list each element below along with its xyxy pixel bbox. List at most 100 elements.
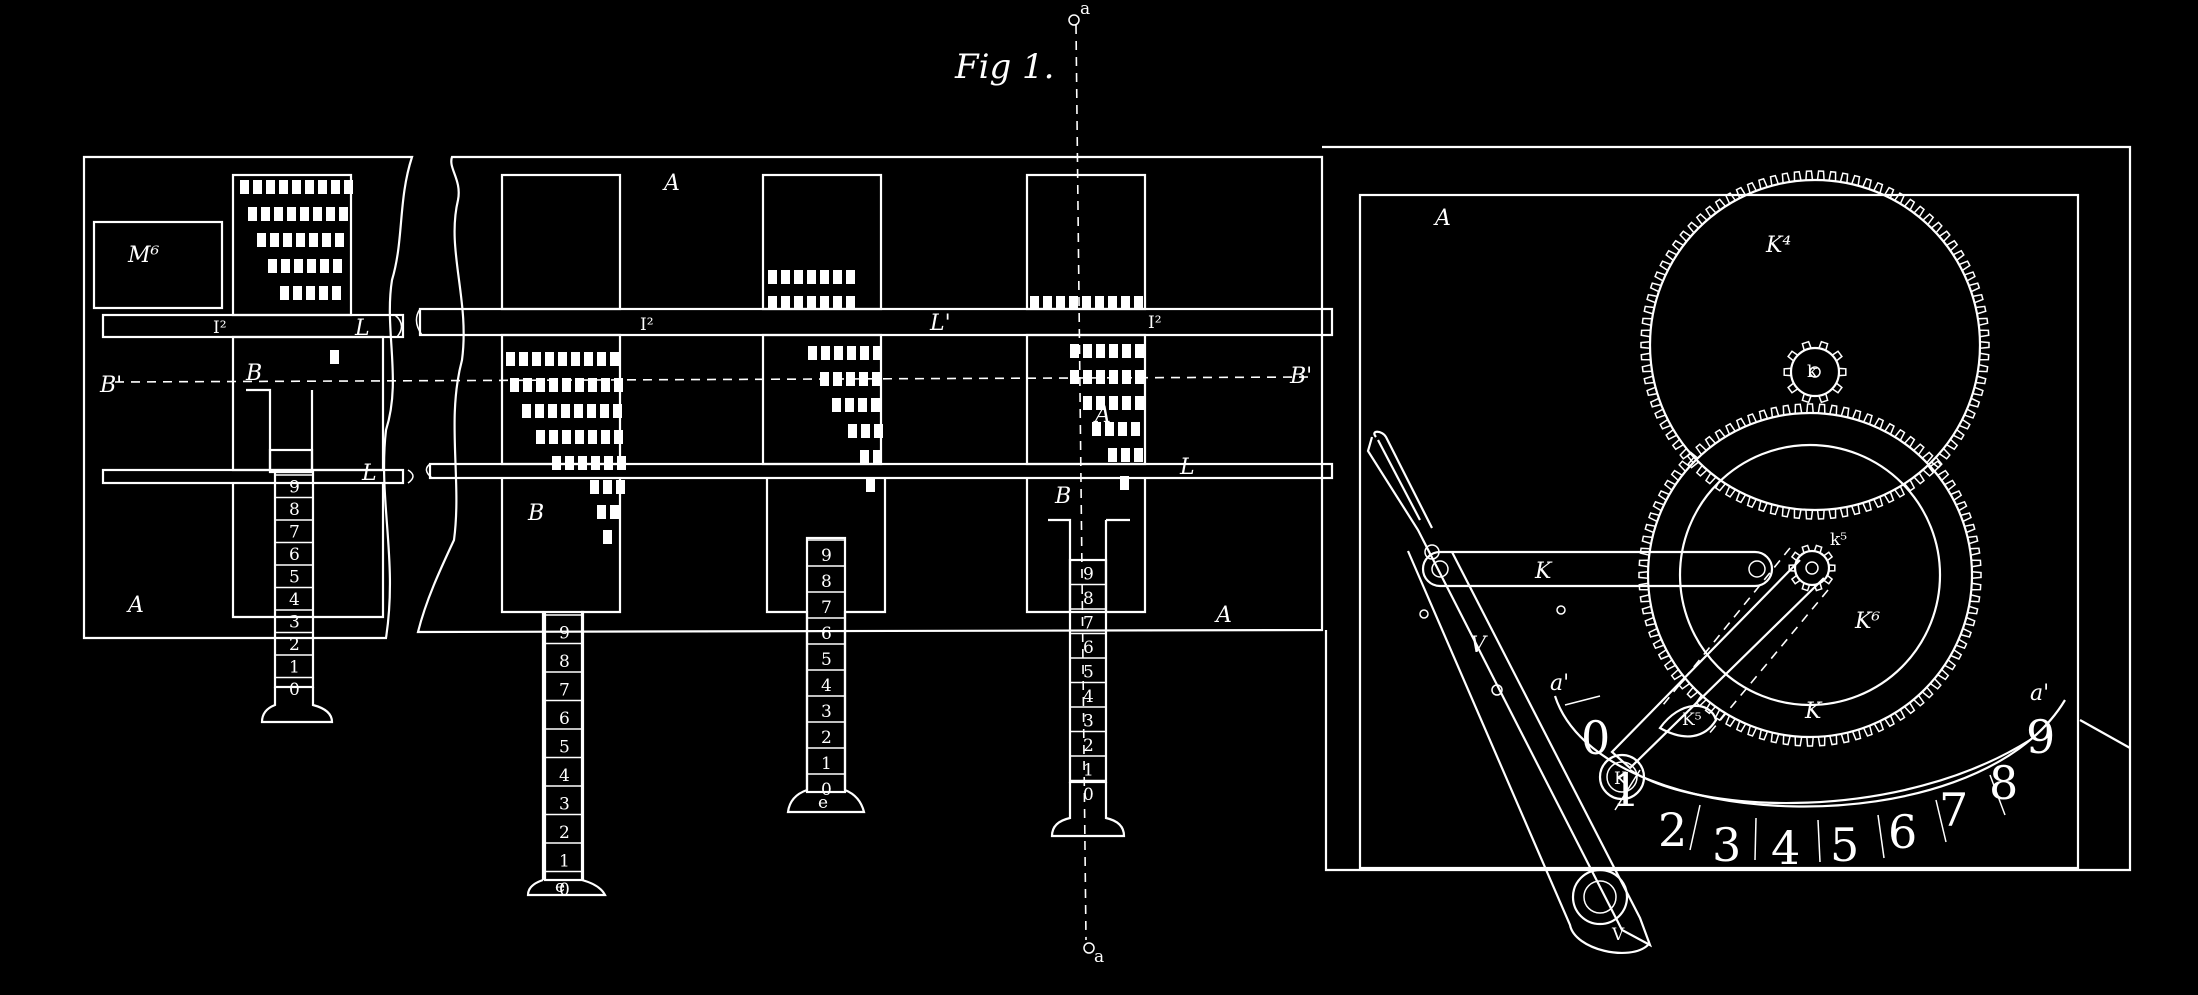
tooth-block xyxy=(1105,422,1114,436)
tooth-block xyxy=(287,207,296,221)
tooth-block xyxy=(587,404,596,418)
tooth-block xyxy=(1043,296,1052,310)
tooth-block xyxy=(1096,396,1105,410)
tooth-block xyxy=(510,378,519,392)
tooth-block xyxy=(339,207,348,221)
slider-digit: 0 xyxy=(821,780,832,800)
tooth-block xyxy=(833,296,842,310)
tooth-block xyxy=(313,207,322,221)
label-m6: M⁶ xyxy=(127,243,160,268)
tooth-block xyxy=(617,456,626,470)
tooth-block xyxy=(820,296,829,310)
tooth-block xyxy=(523,378,532,392)
tooth-block xyxy=(257,233,266,247)
slider-digit: 3 xyxy=(559,795,570,815)
tooth-block xyxy=(565,456,574,470)
tooth-block xyxy=(613,404,622,418)
tooth-block xyxy=(860,450,869,464)
slider-digit: 3 xyxy=(1083,712,1094,732)
tooth-block xyxy=(616,480,625,494)
tooth-block xyxy=(578,456,587,470)
tooth-block xyxy=(597,352,606,366)
slider-digit: 1 xyxy=(289,658,300,678)
tooth-block xyxy=(807,296,816,310)
label-e1: e xyxy=(555,877,565,897)
tooth-block xyxy=(874,424,883,438)
tooth-block xyxy=(574,404,583,418)
tooth-block xyxy=(1118,422,1127,436)
slider-digit: 7 xyxy=(821,598,832,618)
tooth-block xyxy=(610,352,619,366)
tooth-block xyxy=(807,270,816,284)
tooth-block xyxy=(584,352,593,366)
label-l-bottom: L xyxy=(1179,455,1195,480)
tooth-block xyxy=(1120,476,1129,490)
label-k-hub: k⁵ xyxy=(1830,530,1847,550)
tooth-block xyxy=(322,233,331,247)
tooth-block xyxy=(610,505,619,519)
tooth-block xyxy=(768,296,777,310)
tooth-block xyxy=(859,372,868,386)
tooth-block xyxy=(561,404,570,418)
machine-body xyxy=(82,145,2132,872)
tooth-block xyxy=(506,352,515,366)
dial-digit: 4 xyxy=(1771,821,1800,875)
slider-digit: 4 xyxy=(559,766,570,786)
dial-digit: 8 xyxy=(1989,756,2018,810)
tooth-block xyxy=(562,378,571,392)
label-l-bottom-left: L xyxy=(361,461,377,486)
slider-digit: 5 xyxy=(289,568,300,588)
tooth-block xyxy=(768,270,777,284)
tooth-block xyxy=(548,404,557,418)
slider-digit: 0 xyxy=(289,680,300,700)
tooth-block xyxy=(1092,422,1101,436)
slider-digit: 9 xyxy=(821,546,832,566)
slider-digit: 6 xyxy=(289,545,300,565)
tooth-block xyxy=(1056,296,1065,310)
tooth-block xyxy=(858,398,867,412)
tooth-block xyxy=(866,478,875,492)
slider-digit: 3 xyxy=(821,702,832,722)
slider-digit: 6 xyxy=(559,709,570,729)
tooth-block xyxy=(845,398,854,412)
label-b3: B xyxy=(1054,484,1071,509)
tooth-block xyxy=(326,207,335,221)
slider-digit: 6 xyxy=(1083,638,1094,658)
label-a4: A xyxy=(1433,206,1451,231)
tooth-block xyxy=(1083,396,1092,410)
tooth-block xyxy=(601,378,610,392)
tooth-block xyxy=(266,180,275,194)
label-b1: B xyxy=(245,361,262,386)
label-v-lever: V xyxy=(1470,633,1488,658)
dial-digit: 1 xyxy=(1611,763,1640,817)
tooth-block xyxy=(307,259,316,273)
tooth-block xyxy=(1109,370,1118,384)
tooth-block xyxy=(1108,448,1117,462)
tooth-block xyxy=(821,346,830,360)
tooth-block xyxy=(1122,370,1131,384)
label-k-arc: K xyxy=(1804,699,1823,724)
slider-digit: 1 xyxy=(821,754,832,774)
slider-digit: 8 xyxy=(289,500,300,520)
tooth-block xyxy=(261,207,270,221)
label-l-top: L' xyxy=(929,311,951,336)
tooth-block xyxy=(309,233,318,247)
tooth-block xyxy=(588,430,597,444)
slider-digit: 2 xyxy=(821,728,832,748)
tooth-block xyxy=(296,233,305,247)
tooth-block xyxy=(1096,344,1105,358)
tooth-block xyxy=(331,180,340,194)
tooth-block xyxy=(319,286,328,300)
tooth-block xyxy=(846,270,855,284)
tooth-block xyxy=(305,180,314,194)
tooth-block xyxy=(335,233,344,247)
hub-gear xyxy=(1788,544,1836,592)
tooth-block xyxy=(1131,422,1140,436)
slider-digit: 5 xyxy=(559,738,570,758)
tooth-block xyxy=(1109,344,1118,358)
slider-digit: 8 xyxy=(1083,589,1094,609)
tooth-block xyxy=(832,398,841,412)
label-v-handle: V xyxy=(1611,925,1625,945)
